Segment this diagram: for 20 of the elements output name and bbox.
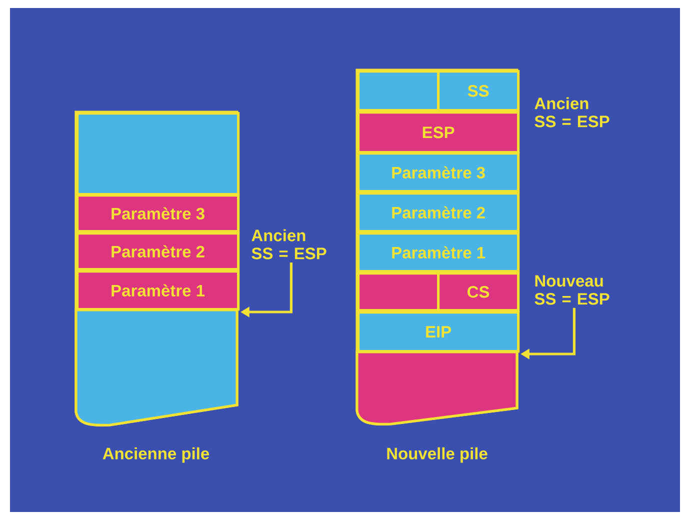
node-label: Ancienne pile	[102, 447, 210, 463]
stack-cell: Paramètre 3	[357, 152, 520, 193]
pointer-label: Nouveau SS = ESP	[534, 275, 610, 305]
stack-cell: CS	[437, 272, 520, 312]
pointer-label: Ancien SS = ESP	[534, 97, 610, 128]
stack-cell: SS	[437, 70, 520, 112]
stack-cell	[76, 112, 240, 196]
stack-cell: ESP	[357, 111, 520, 154]
stack-cell: Paramètre 1	[357, 232, 520, 273]
stack-cell	[357, 70, 440, 112]
stack-cell	[356, 350, 518, 426]
stack-cell: EIP	[357, 311, 520, 353]
stack-cell: Paramètre 3	[76, 194, 240, 233]
stack-cell: Paramètre 2	[76, 232, 240, 271]
stack-cell	[74, 308, 238, 427]
node-label: Nouvelle pile	[387, 447, 488, 463]
stack-cell: Paramètre 2	[357, 192, 520, 233]
stack-cell	[357, 272, 440, 312]
stack-cell: Paramètre 1	[76, 270, 240, 311]
pointer-label: Ancien SS = ESP	[252, 229, 326, 260]
